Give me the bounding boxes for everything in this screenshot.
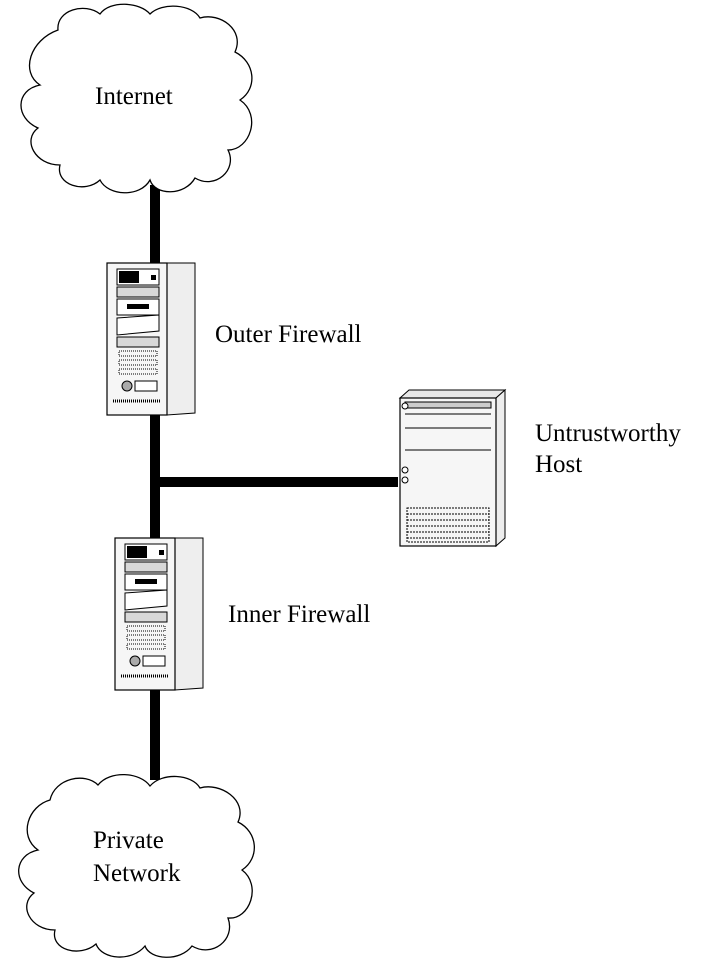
outer-firewall-server xyxy=(106,262,196,416)
connections xyxy=(150,185,398,780)
cloud-icon xyxy=(18,773,255,958)
inner-firewall-label: Inner Firewall xyxy=(228,601,370,628)
private-network-label-line2: Network xyxy=(93,860,181,887)
internet-cloud: Internet xyxy=(20,3,253,194)
internet-label: Internet xyxy=(95,83,173,110)
outer-firewall-label: Outer Firewall xyxy=(215,321,362,348)
untrustworthy-host-label-line1: Untrustworthy xyxy=(535,420,681,447)
inner-firewall-server xyxy=(114,537,204,691)
untrustworthy-host xyxy=(398,388,507,548)
private-network-label-line1: Private xyxy=(93,827,164,854)
private-network-cloud: Private Network xyxy=(18,773,255,958)
server-tower-icon xyxy=(114,537,204,691)
server-tower-icon xyxy=(106,262,196,416)
untrustworthy-host-label-line2: Host xyxy=(535,451,582,478)
cloud-icon xyxy=(20,3,253,194)
desktop-tower-icon xyxy=(398,388,507,548)
